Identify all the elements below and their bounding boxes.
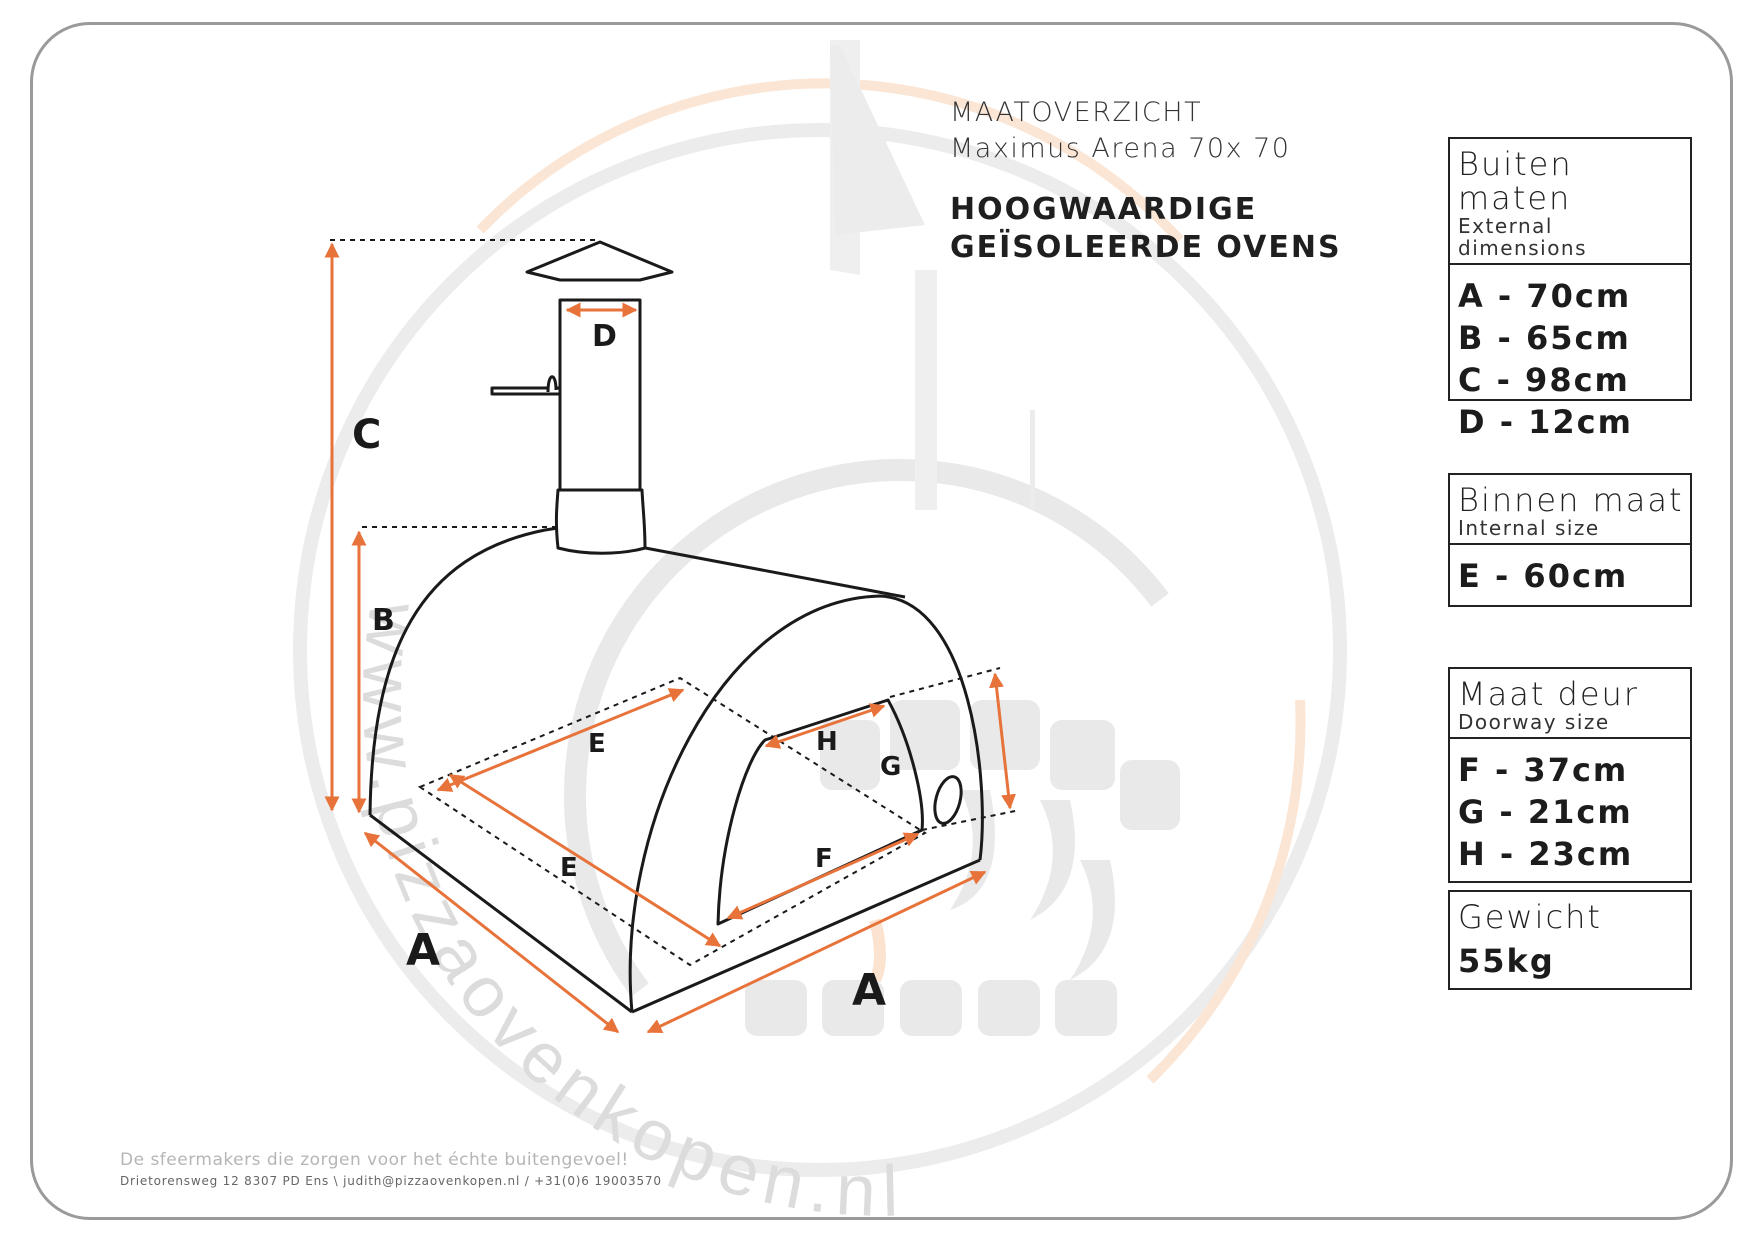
footer-address: Drietorensweg 12 8307 PD Ens \ judith@pi… — [120, 1174, 662, 1188]
label-g: G — [880, 752, 901, 782]
weight-box: Gewicht 55kg — [1448, 890, 1692, 990]
dim-d: D - 12cm — [1458, 403, 1633, 441]
arrow-g — [989, 672, 1016, 810]
tagline-2: GEÏSOLEERDE OVENS — [950, 230, 1342, 265]
label-e-bottom: E — [560, 853, 578, 883]
dim-a: A - 70cm — [1458, 277, 1632, 315]
title-block: MAATOVERZICHT Maximus Arena 70x 70 HOOGW… — [950, 95, 1370, 267]
doorway-title: Maat deur — [1458, 675, 1639, 713]
arrow-f — [726, 832, 920, 920]
overview-title: MAATOVERZICHT — [950, 97, 1203, 128]
watermark-url: www.pizzaovenkopen.nl — [347, 597, 907, 1232]
model-name: Maximus Arena 70x 70 — [950, 133, 1291, 164]
label-f: F — [815, 844, 833, 874]
weight-value: 55kg — [1458, 942, 1555, 980]
dim-c: C - 98cm — [1458, 361, 1630, 399]
dimension-arrows — [324, 242, 1016, 1034]
label-h: H — [816, 727, 838, 757]
arrow-a-right — [646, 870, 987, 1034]
dim-h: H - 23cm — [1458, 835, 1634, 873]
label-d: D — [592, 319, 617, 354]
arrow-e-top — [436, 688, 685, 792]
dim-f: F - 37cm — [1458, 751, 1629, 789]
arrow-h — [764, 703, 886, 749]
label-b: B — [372, 603, 395, 638]
tagline-1: HOOGWAARDIGE — [950, 192, 1258, 227]
footer: De sfeermakers die zorgen voor het échte… — [120, 1150, 662, 1188]
external-subtitle: External dimensions — [1458, 214, 1588, 260]
internal-size-box: Binnen maat Internal size E - 60cm — [1448, 473, 1692, 607]
doorway-size-box: Maat deur Doorway size F - 37cm G - 21cm… — [1448, 667, 1692, 883]
weight-title: Gewicht — [1458, 898, 1602, 936]
internal-subtitle: Internal size — [1458, 516, 1600, 540]
dim-e: E - 60cm — [1458, 557, 1629, 595]
chimney — [490, 240, 674, 555]
footer-slogan: De sfeermakers die zorgen voor het échte… — [120, 1150, 629, 1170]
dim-g: G - 21cm — [1458, 793, 1633, 831]
label-a-left: A — [406, 925, 440, 976]
doorway-subtitle: Doorway size — [1458, 710, 1610, 734]
page-frame — [30, 22, 1733, 1220]
label-e-top: E — [588, 729, 606, 759]
external-title: Buiten maten — [1458, 145, 1573, 217]
dashed-guides — [330, 239, 1021, 967]
internal-title: Binnen maat — [1458, 481, 1684, 519]
label-a-right: A — [852, 965, 886, 1016]
dimension-labels: C B A A D E E F G H — [352, 319, 901, 1016]
label-c: C — [352, 412, 381, 458]
dim-b: B - 65cm — [1458, 319, 1631, 357]
arrow-e-bottom — [448, 773, 722, 948]
external-dimensions-box: Buiten maten External dimensions A - 70c… — [1448, 137, 1692, 441]
